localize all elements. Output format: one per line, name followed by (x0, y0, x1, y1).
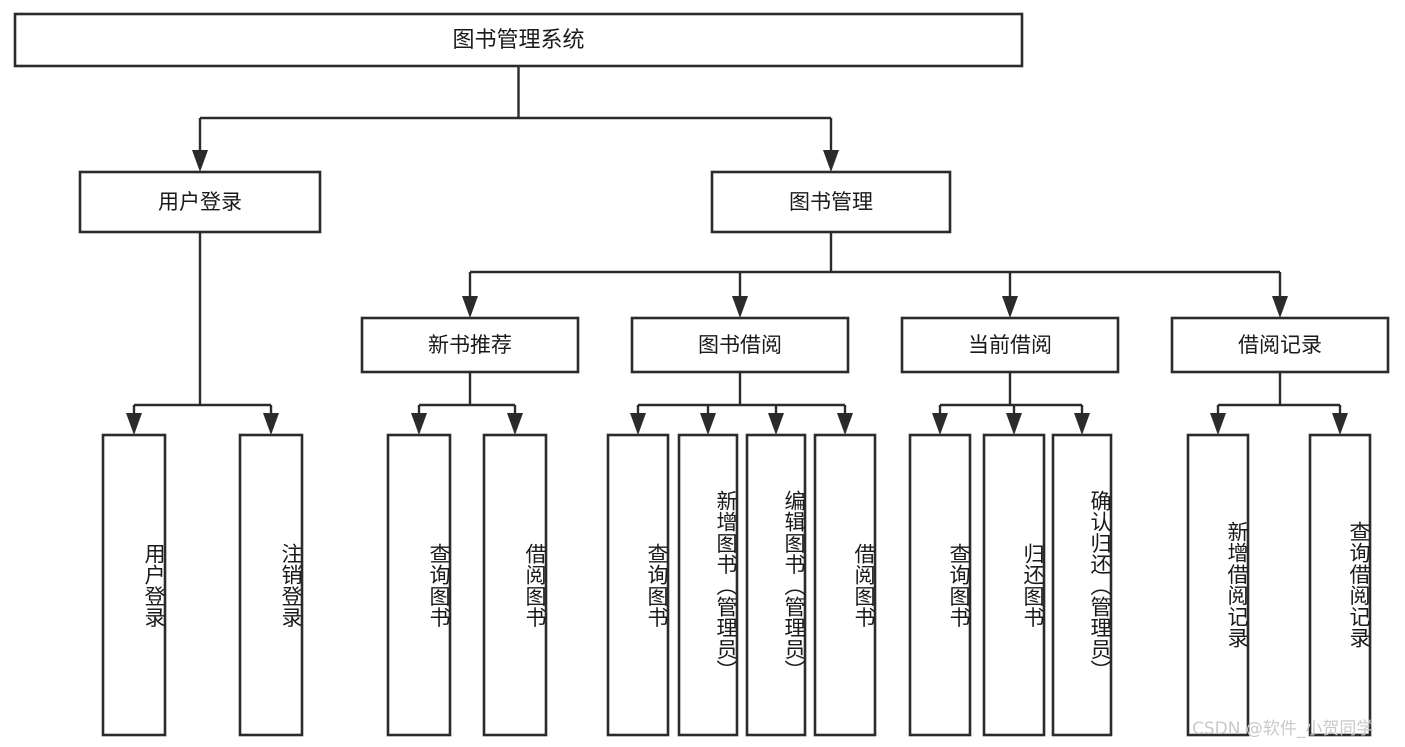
level3-node-current-label: 当前借阅 (968, 333, 1052, 357)
leaf-node-leaf-rec-add-box[interactable] (1186, 433, 1250, 737)
level3-node-records-label: 借阅记录 (1238, 333, 1322, 357)
arrow-head-icon-leaf-rec-add (1210, 413, 1226, 435)
leaf-node-leaf-nb-query-box[interactable] (386, 433, 452, 737)
root-node-label: 图书管理系统 (452, 28, 584, 53)
arrow-head-icon-leaf-bw-query (630, 413, 646, 435)
leaf-node-leaf-user-login-box[interactable] (101, 433, 167, 737)
arrow-head-icon-level3-3 (1272, 296, 1288, 318)
arrow-head-icon-leaf-cur-return (1006, 413, 1022, 435)
arrow-head-icon-level3-0 (462, 296, 478, 318)
leaf-node-leaf-cur-return-box[interactable] (982, 433, 1046, 737)
leaf-node-leaf-bw-borrow-box[interactable] (813, 433, 877, 737)
boxes-layer (13, 12, 1390, 737)
leaf-node-leaf-rec-query-box[interactable] (1308, 433, 1372, 737)
root-node-box[interactable] (13, 12, 1024, 68)
arrow-head-icon-leaf-bw-borrow (837, 413, 853, 435)
leaf-node-leaf-nb-borrow-box[interactable] (482, 433, 548, 737)
arrow-head-icon-leaf-cur-query (932, 413, 948, 435)
arrow-head-icon-leaf-bw-add (700, 413, 716, 435)
arrow-head-icon-level3-2 (1002, 296, 1018, 318)
leaf-node-leaf-bw-add-box[interactable] (677, 433, 739, 737)
leaf-node-leaf-user-logout-box[interactable] (238, 433, 304, 737)
arrow-head-icon-leaf-nb-borrow (507, 413, 523, 435)
arrow-head-icon-leaf-nb-query (411, 413, 427, 435)
level2-node-bookmg-label: 图书管理 (789, 190, 873, 214)
level3-node-borrow-label: 图书借阅 (698, 333, 782, 357)
level2-node-login-label: 用户登录 (158, 190, 242, 214)
leaf-node-leaf-bw-edit-box[interactable] (745, 433, 807, 737)
leaf-node-leaf-cur-query-box[interactable] (908, 433, 972, 737)
arrow-head-icon-leaf-user-login (126, 413, 142, 435)
arrow-head-icon-leaf-user-logout (263, 413, 279, 435)
level3-node-current-box[interactable] (900, 316, 1120, 374)
level3-node-newbook-label: 新书推荐 (428, 333, 512, 357)
level2-node-bookmg-box[interactable] (710, 170, 952, 234)
level3-node-records-box[interactable] (1170, 316, 1390, 374)
level3-node-borrow-box[interactable] (630, 316, 850, 374)
arrow-head-icon-leaf-cur-confirm (1074, 413, 1090, 435)
level2-node-login-box[interactable] (78, 170, 322, 234)
arrow-head-icon-level2-1 (823, 150, 839, 172)
csdn-watermark: CSDN @软件_小贺同学 (1192, 719, 1374, 739)
arrow-head-icon-level2-0 (192, 150, 208, 172)
arrow-head-icon-leaf-bw-edit (768, 413, 784, 435)
connectors-layer (126, 66, 1348, 435)
level3-node-newbook-box[interactable] (360, 316, 580, 374)
leaf-node-leaf-bw-query-box[interactable] (606, 433, 670, 737)
arrow-head-icon-leaf-rec-query (1332, 413, 1348, 435)
arrow-head-icon-level3-1 (732, 296, 748, 318)
leaf-node-leaf-cur-confirm-box[interactable] (1051, 433, 1113, 737)
